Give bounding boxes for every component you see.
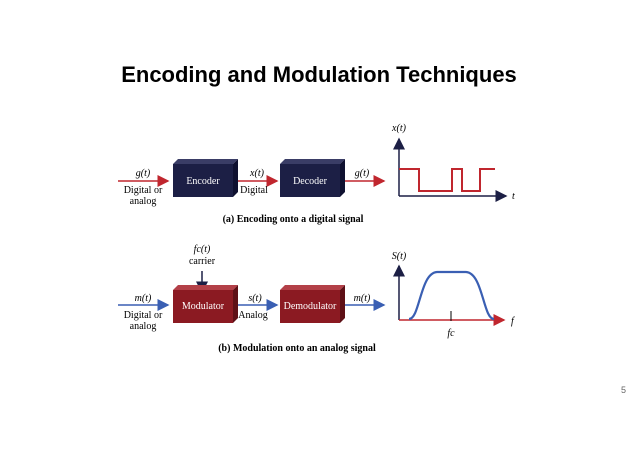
modulator-label: Modulator <box>182 301 225 312</box>
spectrum-plot: S(t) f fc <box>392 251 515 339</box>
page-number: 5 <box>620 385 626 395</box>
spectrum-curve <box>408 270 495 321</box>
modulate-mid-desc: Analog <box>238 310 267 321</box>
carrier-desc: carrier <box>189 256 216 267</box>
encoder-label: Encoder <box>186 176 220 187</box>
decoder-label: Decoder <box>293 176 328 187</box>
modulation-caption: (b) Modulation onto an analog signal <box>218 343 376 354</box>
digital-waveform <box>399 168 495 192</box>
digital-signal-plot: x(t) t <box>391 123 515 202</box>
encode-mid-signal: x(t) <box>249 168 265 179</box>
plot-b-ylabel: S(t) <box>392 251 407 262</box>
fc-label: fc <box>447 328 455 339</box>
decoder-box: Decoder <box>280 159 345 197</box>
modulate-mid-signal: s(t) <box>248 293 262 304</box>
plot-a-xlabel: t <box>512 191 515 202</box>
modulator-box: Modulator <box>173 285 238 323</box>
modulate-input-desc-1: Digital or <box>124 310 163 321</box>
encode-input-desc-1: Digital or <box>124 185 163 196</box>
modulate-output-signal: m(t) <box>354 293 371 304</box>
encoding-diagram: Encoder Decoder g(t) Digital or analog x… <box>118 123 515 225</box>
encode-mid-desc: Digital <box>240 185 268 196</box>
encode-output-signal: g(t) <box>355 168 370 179</box>
encoding-caption: (a) Encoding onto a digital signal <box>223 214 364 225</box>
demodulator-box: Demodulator <box>280 285 345 323</box>
demodulator-label: Demodulator <box>284 301 337 312</box>
encode-input-desc-2: analog <box>130 196 157 207</box>
modulate-input-desc-2: analog <box>130 321 157 332</box>
carrier-signal: fc(t) <box>194 244 211 255</box>
plot-b-xlabel: f <box>511 316 515 327</box>
modulation-diagram: Modulator Demodulator fc(t) carrier m(t)… <box>118 244 515 354</box>
encoder-box: Encoder <box>173 159 238 197</box>
modulate-input-signal: m(t) <box>135 293 152 304</box>
encode-input-signal: g(t) <box>136 168 151 179</box>
slide-title: Encoding and Modulation Techniques <box>121 62 517 87</box>
plot-a-ylabel: x(t) <box>391 123 407 134</box>
